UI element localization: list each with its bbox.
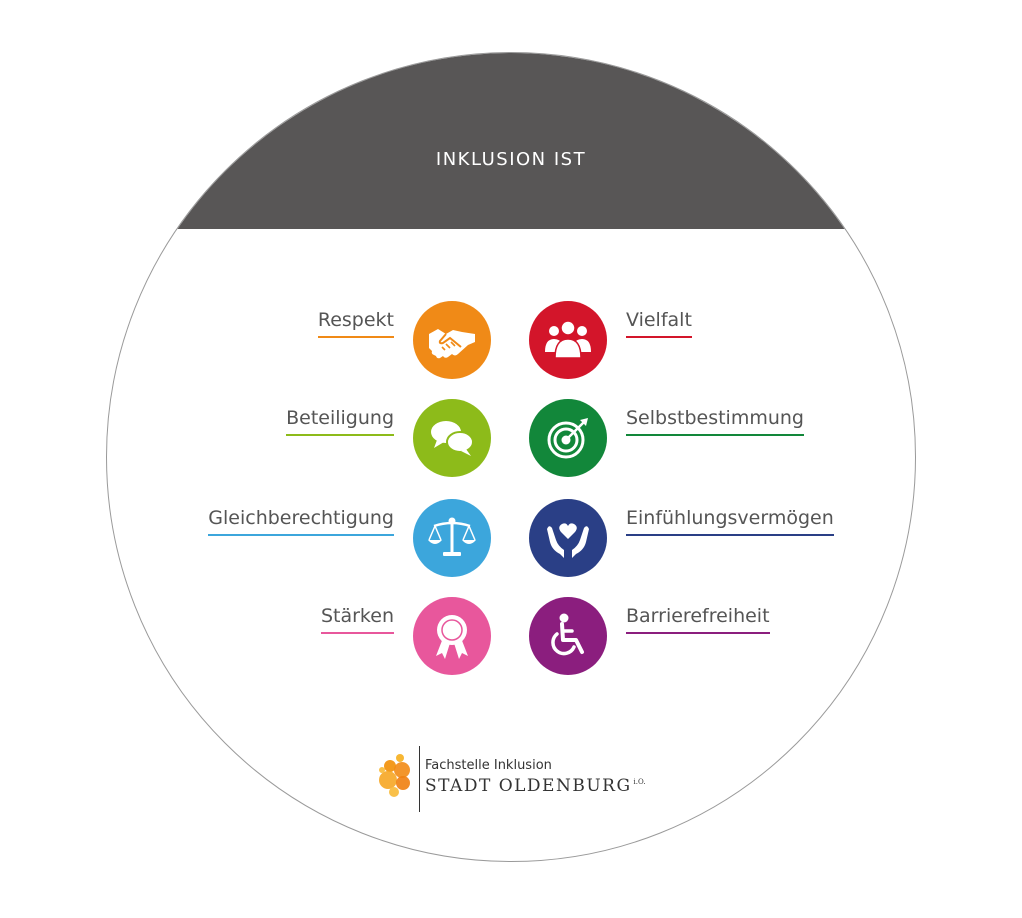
label-respekt: Respekt: [317, 308, 394, 338]
label-vielfalt: Vielfalt: [626, 308, 692, 338]
group-people-icon: [545, 320, 591, 359]
logo-city: STADT OLDENBURG: [425, 776, 632, 796]
award-rosette-icon: [436, 615, 468, 659]
label-barrierefreiheit: Barrierefreiheit: [626, 604, 770, 634]
header-title: INKLUSION IST: [435, 149, 587, 170]
heart-hands-icon: [547, 523, 589, 558]
respekt-badge: [413, 301, 491, 379]
label-einfuehlungsvermoegen: Einfühlungsvermögen: [626, 506, 834, 536]
label-gleichberechtigung: Gleichberechtigung: [208, 506, 394, 536]
header-band: INKLUSION IST: [107, 53, 915, 229]
beteiligung-badge: [413, 399, 491, 477]
selbstbestimmung-badge: [529, 399, 607, 477]
staerken-badge: [413, 597, 491, 675]
gleichberechtigung-badge: [413, 499, 491, 577]
label-selbstbestimmung: Selbstbestimmung: [626, 406, 804, 436]
label-beteiligung: Beteiligung: [286, 406, 394, 436]
logo-line1: Fachstelle Inklusion: [425, 758, 552, 773]
orange-dots-icon: [379, 754, 410, 797]
einfuehlungsvermoegen-badge: [529, 499, 607, 577]
barrierefreiheit-badge: [529, 597, 607, 675]
vielfalt-badge: [529, 301, 607, 379]
scales-icon: [428, 517, 476, 556]
label-staerken: Stärken: [320, 604, 394, 634]
logo-divider: [419, 746, 420, 812]
speech-bubbles-icon: [431, 421, 474, 456]
wheelchair-icon: [551, 613, 584, 656]
target-icon: [547, 418, 588, 459]
inclusion-disc: INKLUSION IST: [106, 52, 916, 862]
logo-suffix: i.O.: [633, 778, 646, 787]
handshake-icon: [429, 329, 475, 359]
